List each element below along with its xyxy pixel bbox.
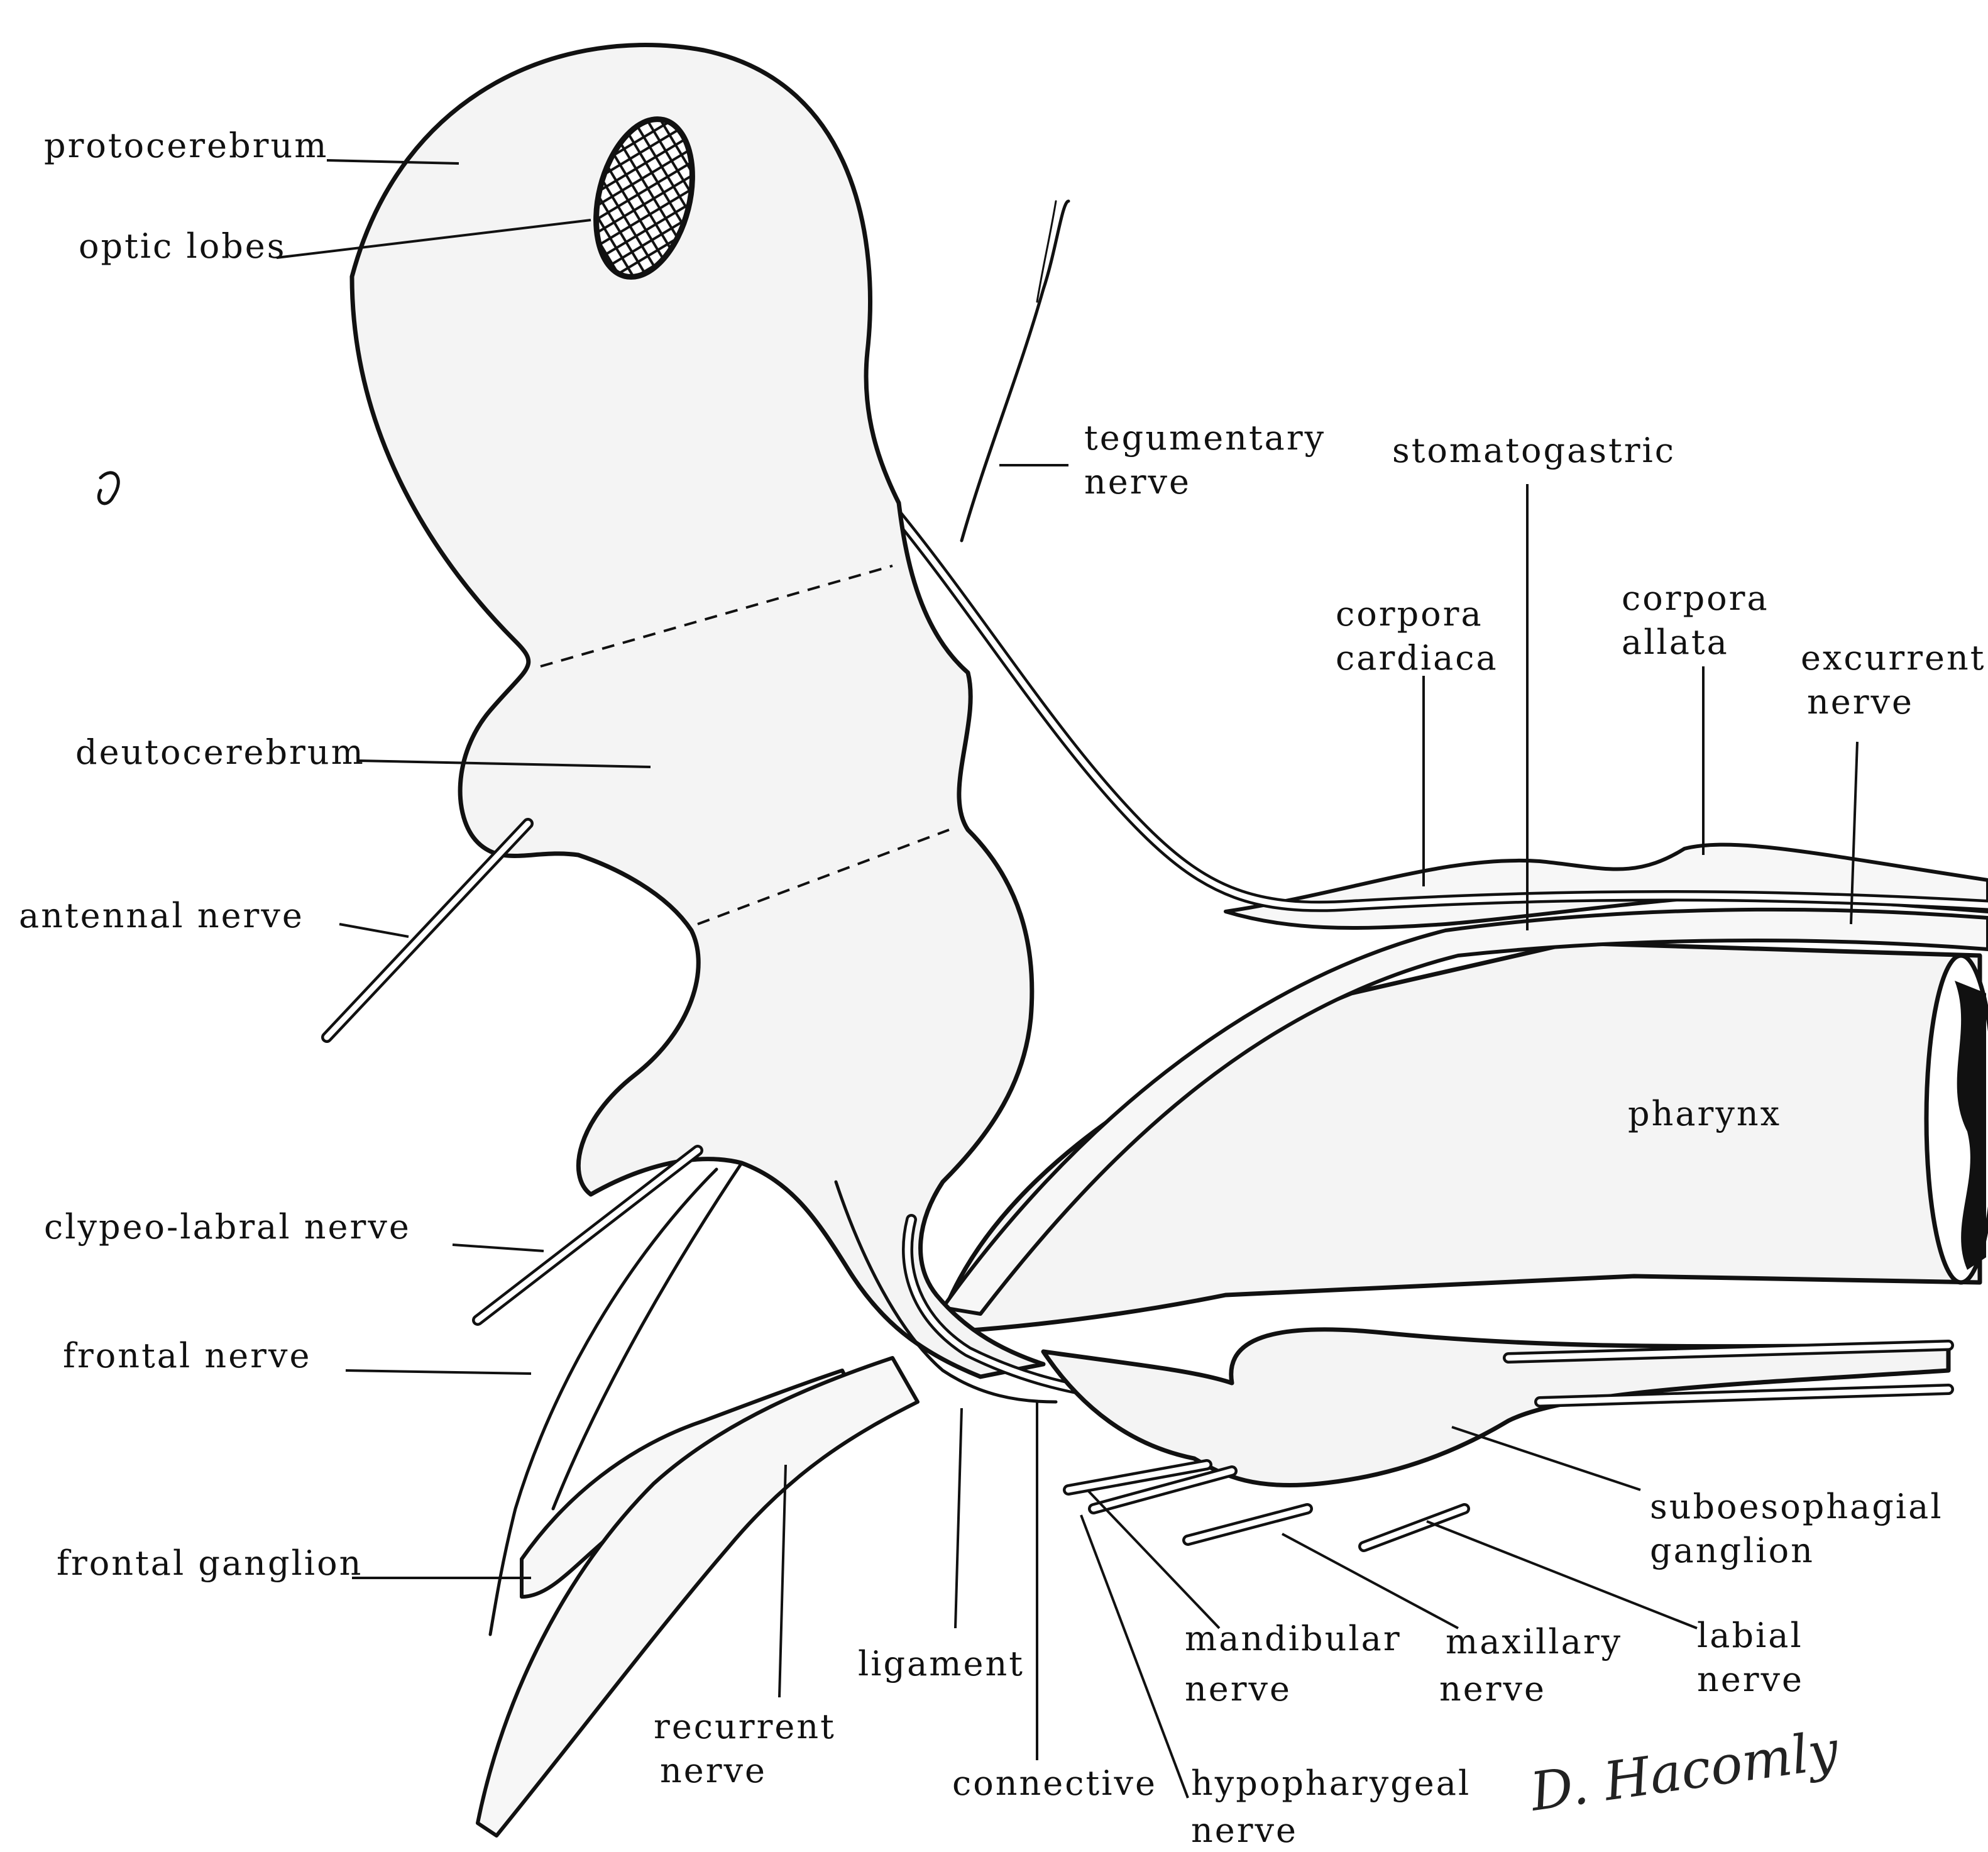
label-stomatogastric: stomatogastric xyxy=(1392,431,1676,470)
label-mandibular-2: nerve xyxy=(1185,1669,1292,1709)
label-connective: connective xyxy=(952,1763,1157,1803)
ink-mark xyxy=(99,473,118,504)
label-hypopharygeal-2: nerve xyxy=(1191,1811,1298,1850)
brain xyxy=(352,45,1043,1377)
label-corpora-allata-2: allata xyxy=(1622,622,1729,662)
antennal-nerve-core xyxy=(327,824,528,1037)
labial-nerve-core xyxy=(1364,1509,1464,1546)
label-frontal-nerve: frontal nerve xyxy=(63,1336,311,1375)
label-recurrent-1: recurrent xyxy=(654,1707,836,1746)
label-corpora-allata-1: corpora xyxy=(1622,578,1769,618)
label-maxillary-2: nerve xyxy=(1439,1669,1546,1709)
label-excurrent-1: excurrent xyxy=(1801,638,1986,678)
label-deutocerebrum: deutocerebrum xyxy=(75,732,365,772)
label-hypopharygeal-1: hypopharygeal xyxy=(1191,1763,1471,1803)
label-optic-lobes: optic lobes xyxy=(79,226,286,266)
label-frontal-ganglion: frontal ganglion xyxy=(57,1543,363,1583)
label-protocerebrum: protocerebrum xyxy=(44,126,328,165)
label-suboesophagial-1: suboesophagial xyxy=(1650,1487,1943,1526)
label-ligament: ligament xyxy=(858,1644,1024,1684)
maxillary-nerve-core xyxy=(1188,1509,1307,1540)
label-maxillary-1: maxillary xyxy=(1446,1622,1622,1662)
label-pharynx: pharynx xyxy=(1628,1094,1781,1133)
label-tegumentary-1: tegumentary xyxy=(1084,418,1326,458)
label-labial-1: labial xyxy=(1697,1616,1803,1655)
label-clypeo-labral-nerve: clypeo-labral nerve xyxy=(44,1207,411,1247)
label-corpora-cardiaca-1: corpora xyxy=(1336,594,1483,634)
label-mandibular-1: mandibular xyxy=(1185,1619,1402,1658)
label-corpora-cardiaca-2: cardiaca xyxy=(1336,638,1498,678)
label-labial-2: nerve xyxy=(1697,1660,1804,1699)
label-recurrent-2: nerve xyxy=(660,1751,767,1790)
label-tegumentary-2: nerve xyxy=(1084,462,1191,502)
artist-signature: D. Hacomly xyxy=(1525,1719,1843,1823)
label-antennal-nerve: antennal nerve xyxy=(19,896,304,935)
label-excurrent-2: nerve xyxy=(1807,682,1914,722)
label-suboesophagial-2: ganglion xyxy=(1650,1531,1815,1570)
tegumentary-nerve xyxy=(962,201,1068,541)
